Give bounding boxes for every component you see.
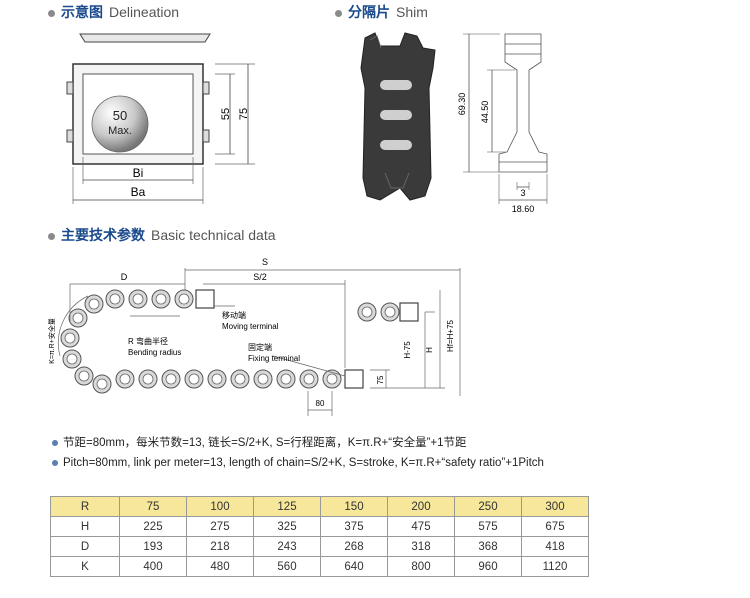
bullet-icon <box>335 9 342 17</box>
table-cell: 368 <box>454 536 522 557</box>
max-ball-icon <box>91 95 149 153</box>
dim-75-end: 75 <box>376 375 385 384</box>
table-cell: 300 <box>521 496 589 517</box>
table-cell: 125 <box>253 496 321 517</box>
dim-d: D <box>121 272 128 282</box>
shim-dimension-drawing: 69.30 44.50 3 18.60 <box>457 33 548 214</box>
dim-18-60: 18.60 <box>512 204 535 214</box>
dim-hf: Hf=H+75 <box>446 319 455 352</box>
table-cell: 475 <box>387 516 455 537</box>
cable-chain-diagram: S S/2 D K=π.R+安全量 移动端 Moving terminal R … <box>47 257 461 416</box>
bullet-icon <box>52 439 58 446</box>
table-cell: 675 <box>521 516 589 537</box>
dim-h: H <box>425 347 434 353</box>
dim-bi: Bi <box>133 166 144 180</box>
table-cell: 250 <box>454 496 522 517</box>
dim-s: S <box>262 257 268 267</box>
table-cell: 480 <box>186 556 254 577</box>
table-cell: 375 <box>320 516 388 537</box>
fixing-terminal-zh: 固定端 <box>248 342 272 352</box>
bending-radius-en: Bending radius <box>128 348 181 357</box>
row-label: R <box>50 496 120 517</box>
table-cell: 960 <box>454 556 522 577</box>
table-cell: 200 <box>387 496 455 517</box>
dim-80: 80 <box>316 399 325 408</box>
dim-75: 75 <box>238 108 250 120</box>
chain-bend <box>60 294 112 394</box>
table-cell: 560 <box>253 556 321 577</box>
chain-bottom-run <box>115 369 342 389</box>
table-cell: 225 <box>119 516 187 537</box>
dim-ba: Ba <box>131 185 146 199</box>
fixing-terminal <box>344 369 364 389</box>
table-cell: 318 <box>387 536 455 557</box>
dim-55: 55 <box>220 108 232 120</box>
row-label: H <box>50 516 120 537</box>
dim-69-30: 69.30 <box>457 93 467 116</box>
bullet-icon <box>48 232 55 240</box>
table-cell: 275 <box>186 516 254 537</box>
moving-terminal-en: Moving terminal <box>222 322 279 331</box>
dim-s-half: S/2 <box>253 272 267 282</box>
fixing-terminal-en: Fixing terminal <box>248 354 300 363</box>
max-value: 50 <box>113 108 127 123</box>
bending-radius-zh: R 弯曲半径 <box>128 336 168 346</box>
table-cell: 268 <box>320 536 388 557</box>
shim-part-image <box>360 32 436 201</box>
dim-h-75: H-75 <box>403 341 412 359</box>
bullet-icon <box>52 459 58 466</box>
moving-terminal <box>195 289 215 309</box>
row-label: D <box>50 536 120 557</box>
table-cell: 243 <box>253 536 321 557</box>
max-unit: Max. <box>108 125 132 137</box>
table-cell: 100 <box>186 496 254 517</box>
table-cell: 325 <box>253 516 321 537</box>
table-cell: 575 <box>454 516 522 537</box>
table-cell: 1120 <box>521 556 589 577</box>
table-cell: 193 <box>119 536 187 557</box>
note-english: Pitch=80mm, link per meter=13, length of… <box>52 457 544 469</box>
delineation-diagram: 50 Max. 55 75 Bi Ba <box>66 33 255 204</box>
chain-top-run <box>105 289 194 309</box>
table-cell: 640 <box>320 556 388 577</box>
moving-terminal-zh: 移动端 <box>222 310 246 320</box>
table-cell: 418 <box>521 536 589 557</box>
note-chinese: 节距=80mm，每米节数=13, 链长=S/2+K, S=行程距离，K=π.R+… <box>52 434 467 450</box>
bullet-icon <box>48 9 55 17</box>
row-label: K <box>50 556 120 577</box>
k-formula: K=π.R+安全量 <box>47 318 56 364</box>
table-cell: 75 <box>119 496 187 517</box>
dim-3: 3 <box>520 188 525 198</box>
dim-44-50: 44.50 <box>480 101 490 124</box>
table-cell: 400 <box>119 556 187 577</box>
table-cell: 150 <box>320 496 388 517</box>
table-cell: 800 <box>387 556 455 577</box>
table-cell: 218 <box>186 536 254 557</box>
